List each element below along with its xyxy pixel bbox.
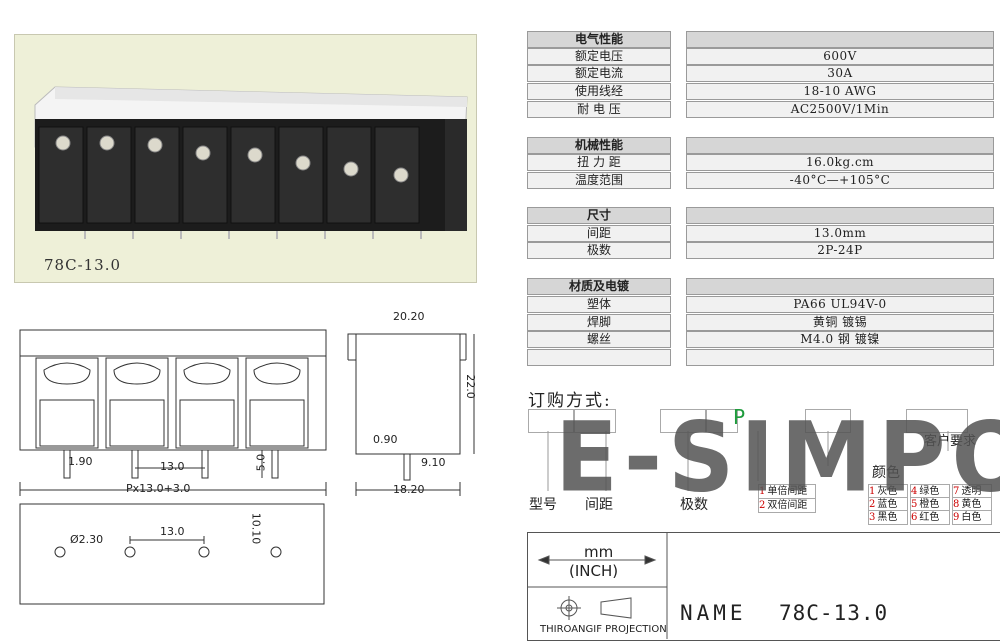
brand-watermark: E-SIMPO bbox=[555, 401, 1000, 514]
title-block-lines bbox=[527, 532, 668, 639]
pcb-layout-drawing bbox=[19, 503, 325, 605]
dim-side-height: 22.0 bbox=[463, 374, 477, 399]
order-box-custom bbox=[906, 409, 968, 433]
dim-pin-offset: 1.90 bbox=[68, 455, 93, 468]
order-field-model: 型号 bbox=[529, 497, 557, 513]
dim-hole-diameter: Ø2.30 bbox=[70, 533, 104, 546]
spec-value: 16.0kg.cm bbox=[686, 154, 994, 171]
name-label: NAME bbox=[680, 601, 747, 625]
spec-header-electrical: 电气性能 bbox=[527, 31, 671, 48]
side-view-drawing bbox=[347, 333, 475, 496]
dim-front-pitch: 13.0 bbox=[160, 460, 185, 473]
unit-mm: mm bbox=[584, 543, 614, 561]
spec-header-size: 尺寸 bbox=[527, 207, 671, 224]
front-view-drawing bbox=[19, 329, 327, 496]
spec-label: 扭 力 距 bbox=[527, 154, 671, 171]
spec-header-value-bar bbox=[686, 278, 994, 295]
order-box-model bbox=[528, 409, 574, 433]
spec-label: 塑体 bbox=[527, 296, 671, 313]
spec-label: 额定电压 bbox=[527, 48, 671, 65]
spec-label: 间距 bbox=[527, 225, 671, 242]
spec-label-empty bbox=[527, 349, 671, 366]
dim-total-length: Px13.0+3.0 bbox=[126, 482, 191, 495]
spec-value: 18-10 AWG bbox=[686, 83, 994, 100]
order-box-p bbox=[706, 409, 738, 433]
spec-value-empty bbox=[686, 349, 994, 366]
spec-header-value-bar bbox=[686, 31, 994, 48]
model-number: 78C-13.0 bbox=[779, 601, 889, 625]
order-color-label: 颜色 bbox=[872, 465, 900, 481]
spec-value: -40°C—+105°C bbox=[686, 172, 994, 189]
spec-label: 额定电流 bbox=[527, 65, 671, 82]
spec-header-value-bar bbox=[686, 137, 994, 154]
spec-label: 耐 电 压 bbox=[527, 101, 671, 118]
spec-header-mechanical: 机械性能 bbox=[527, 137, 671, 154]
order-custom-requirement: 客户要求 bbox=[924, 434, 977, 449]
dim-pcb-pitch: 13.0 bbox=[160, 525, 185, 538]
product-photo bbox=[14, 34, 477, 283]
order-connector-lines bbox=[547, 431, 949, 491]
spec-label: 焊脚 bbox=[527, 314, 671, 331]
order-field-pitch: 间距 bbox=[585, 497, 613, 513]
order-title: 订购方式: bbox=[528, 391, 612, 411]
spec-label: 使用线经 bbox=[527, 83, 671, 100]
spec-label: 螺丝 bbox=[527, 331, 671, 348]
spec-header-value-bar bbox=[686, 207, 994, 224]
photo-caption: 78C-13.0 bbox=[44, 256, 122, 274]
spec-value: AC2500V/1Min bbox=[686, 101, 994, 118]
dim-pcb-row: 10.10 bbox=[249, 512, 263, 545]
order-box-poles bbox=[660, 409, 706, 433]
spec-value: PA66 UL94V-0 bbox=[686, 296, 994, 313]
terminal-block-illustration bbox=[34, 86, 468, 239]
spec-value: 600V bbox=[686, 48, 994, 65]
spec-label: 温度范围 bbox=[527, 172, 671, 189]
dim-side-base: 18.20 bbox=[393, 483, 425, 496]
spec-value: M4.0 钢 镀镍 bbox=[686, 331, 994, 348]
dim-pin-position: 9.10 bbox=[421, 456, 446, 469]
unit-inch: (INCH) bbox=[569, 562, 619, 580]
spec-value: 2P-24P bbox=[686, 242, 994, 259]
spec-header-material: 材质及电镀 bbox=[527, 278, 671, 295]
spec-value: 黄铜 镀锡 bbox=[686, 314, 994, 331]
spec-value: 30A bbox=[686, 65, 994, 82]
order-letter-p: P bbox=[733, 405, 746, 429]
dim-pin-length: 5.0 bbox=[254, 453, 268, 472]
spec-label: 极数 bbox=[527, 242, 671, 259]
spec-value: 13.0mm bbox=[686, 225, 994, 242]
projection-label: THIROANGIF PROJECTION bbox=[540, 624, 667, 635]
order-box-pitch bbox=[574, 409, 616, 433]
dim-side-width: 20.20 bbox=[393, 310, 425, 323]
order-field-poles: 极数 bbox=[680, 497, 708, 513]
dim-pin-thickness: 0.90 bbox=[373, 433, 398, 446]
